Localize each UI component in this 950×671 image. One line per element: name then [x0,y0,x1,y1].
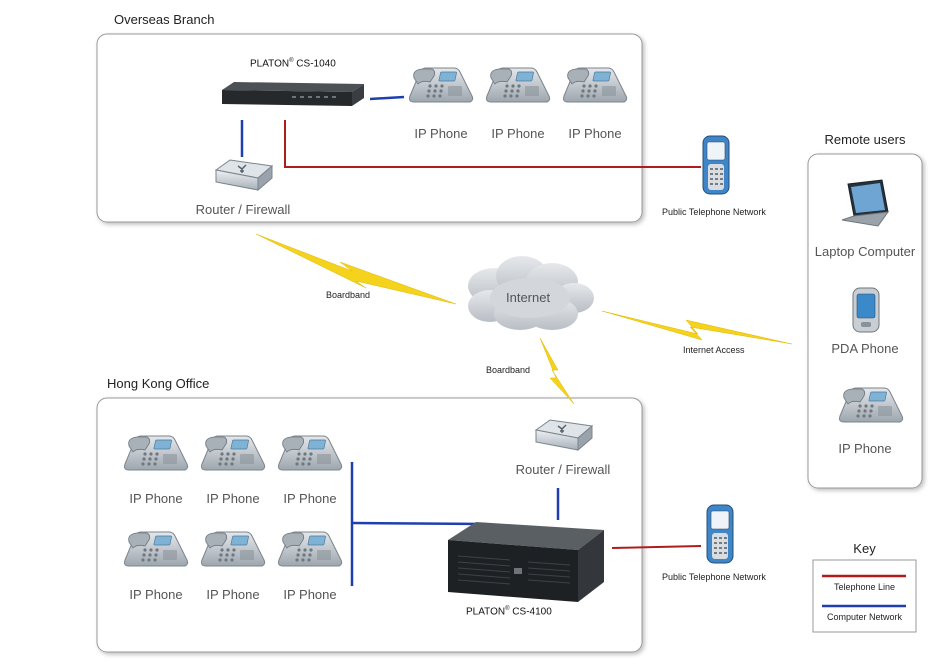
overseas-telephone-line [284,120,701,168]
lightning-bolt-overseas [255,233,457,305]
broadband-hk-label: Boardband [486,365,531,375]
cs-4100-label: PLATON® CS-4100 [466,606,552,617]
registered-mark: ® [505,606,510,612]
hk-network-line-server [351,521,487,526]
cs-1040-label: PLATON® CS-1040 [250,58,336,69]
hk-pstn-mobile-icon [706,504,734,564]
hk-ip-phone-label-1: IP Phone [129,491,183,506]
cs-4100-model: CS-4100 [512,606,552,618]
remote-users-title: Remote users [824,132,906,147]
laptop-icon [841,179,890,227]
cs-1040-brand: PLATON [250,58,290,70]
key-title: Key [853,541,876,556]
hk-ip-phone-label-2: IP Phone [206,491,260,506]
lightning-bolt-remote [601,310,793,345]
hk-pstn-label: Public Telephone Network [662,572,766,582]
overseas-pstn-mobile-icon [702,135,730,195]
overseas-pstn-label: Public Telephone Network [662,207,766,217]
key-telephone-label: Telephone Line [833,582,896,592]
internet-label: Internet [506,290,551,305]
registered-mark: ® [289,58,294,64]
cs-1040-model: CS-1040 [296,58,336,70]
overseas-ip-phone-label-3: IP Phone [568,126,622,141]
hk-ip-phone-label-3: IP Phone [283,491,337,506]
hk-ip-phone-label-6: IP Phone [283,587,337,602]
remote-pda-label: PDA Phone [831,341,899,356]
hk-router-label: Router / Firewall [515,462,611,477]
overseas-ip-phone-label-2: IP Phone [491,126,545,141]
pda-phone-icon [852,287,880,333]
key-box [812,559,917,633]
remote-ip-phone-label: IP Phone [838,441,892,456]
key-network-label: Computer Network [826,612,903,622]
overseas-router-label: Router / Firewall [195,202,291,217]
hk-telephone-line [611,545,702,549]
overseas-network-line-phones [369,95,405,101]
internet-cloud [468,256,594,330]
cs-4100-server [448,522,604,602]
overseas-ip-phone-label-1: IP Phone [414,126,468,141]
internet-access-label: Internet Access [683,345,745,355]
remote-laptop-label: Laptop Computer [814,244,916,259]
overseas-branch-box [96,33,643,223]
lightning-bolt-hk [539,337,575,405]
hk-ip-phone-label-4: IP Phone [129,587,183,602]
hong-kong-office-title: Hong Kong Office [107,376,210,391]
cs-4100-brand: PLATON [466,606,506,618]
broadband-overseas-label: Boardband [326,290,371,300]
overseas-branch-title: Overseas Branch [114,12,215,27]
cs-1040-device [222,82,364,106]
hk-ip-phone-label-5: IP Phone [206,587,260,602]
